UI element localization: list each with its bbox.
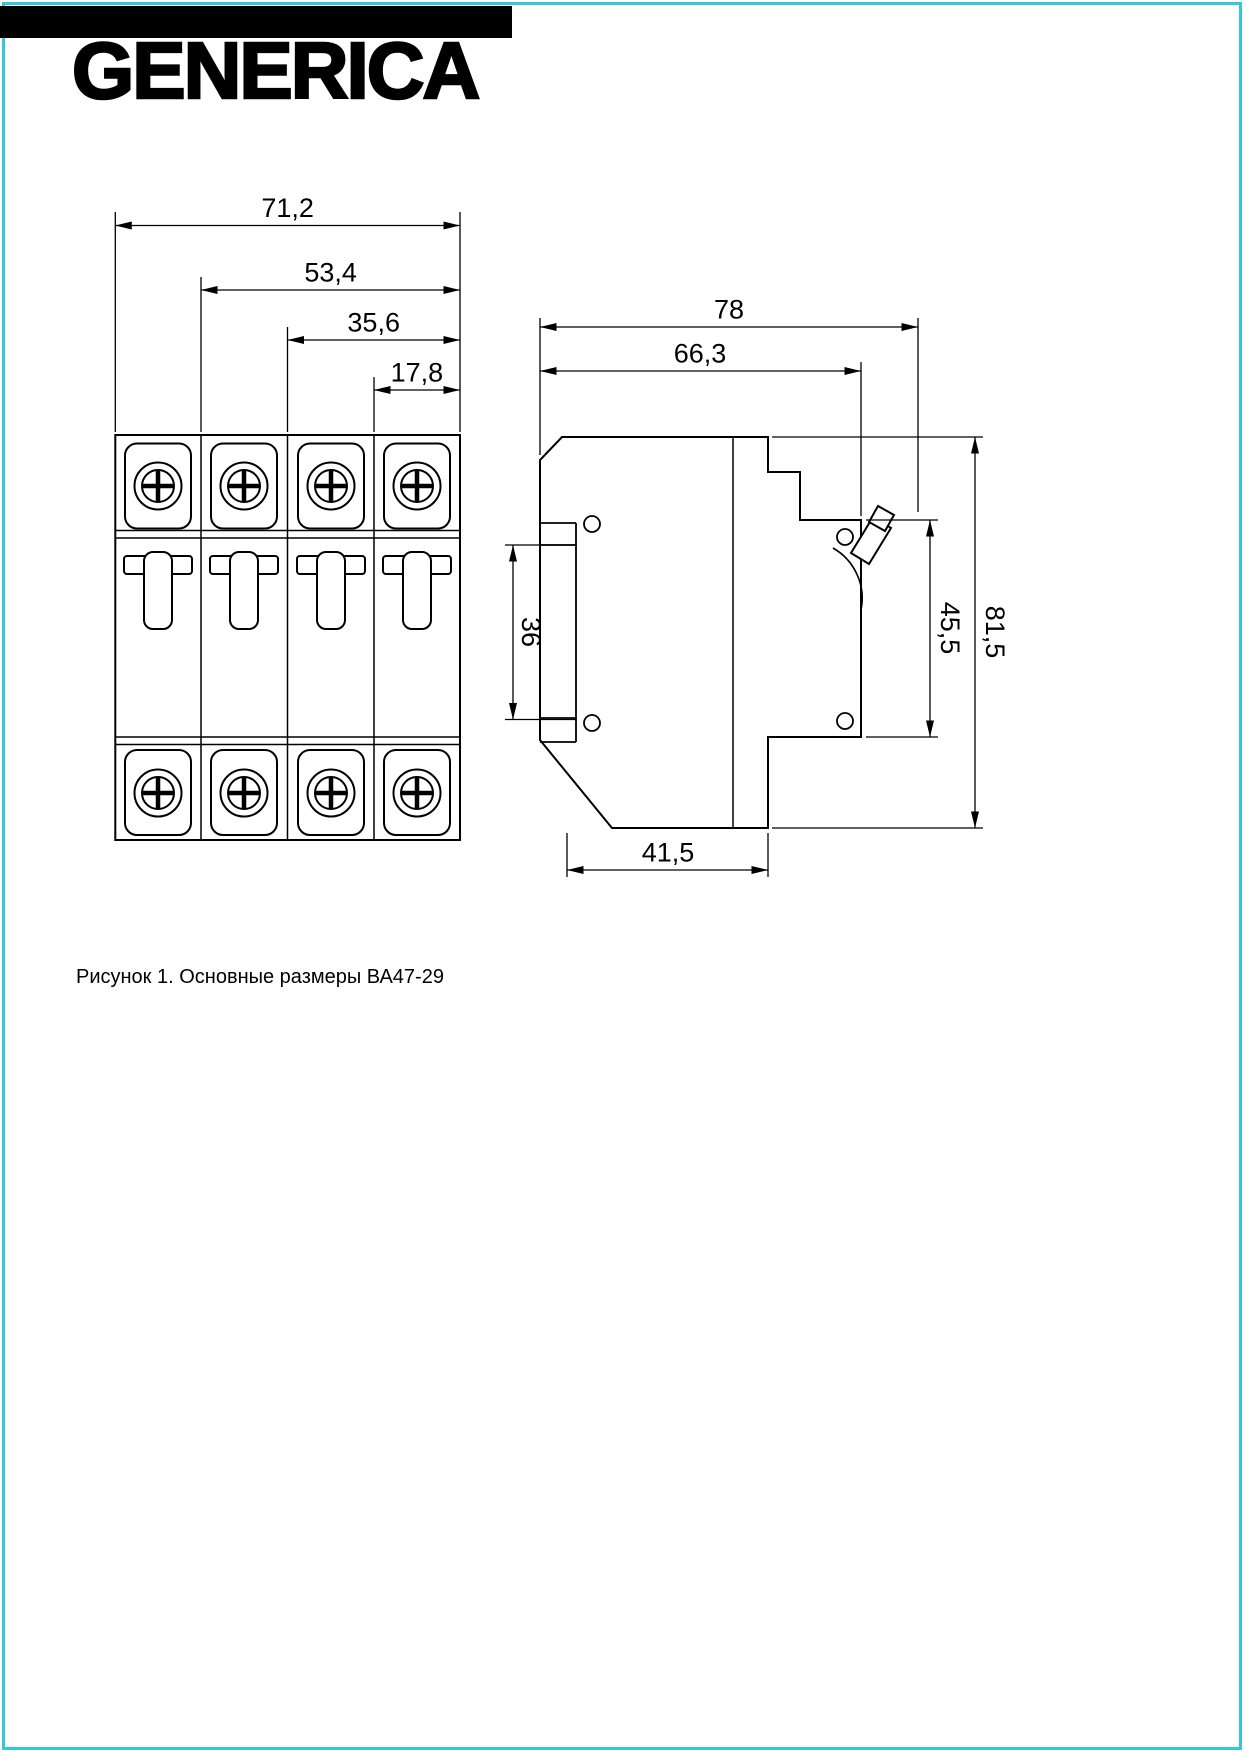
dim-label-66-3: 66,3 <box>674 339 727 369</box>
rivet <box>836 712 854 730</box>
side-view <box>539 436 896 829</box>
rivet <box>583 714 601 732</box>
screw-cross-icon <box>142 777 433 809</box>
rivet <box>583 515 601 533</box>
dim-label-45-5: 45,5 <box>935 602 965 655</box>
dim-label-71-2: 71,2 <box>261 193 314 223</box>
dim-label-81-5: 81,5 <box>980 606 1010 659</box>
side-toggle-tip <box>867 504 896 533</box>
screw-cross-icon <box>142 470 433 502</box>
dim-label-53-4: 53,4 <box>304 258 357 288</box>
brand-logo: GENERICA <box>72 31 482 115</box>
dim-label-36: 36 <box>516 617 546 647</box>
dim-label-17-8: 17,8 <box>391 358 444 388</box>
terminal-bottom-row <box>124 749 451 836</box>
toggle-lever <box>143 551 173 630</box>
dim-label-78: 78 <box>714 295 744 325</box>
terminal-top-row <box>124 442 451 530</box>
side-view-dimension-labels: 78 66,3 36 45,5 81,5 41,5 <box>516 295 1010 868</box>
logo-top-bar <box>0 6 512 38</box>
toggle-handles <box>123 551 452 630</box>
front-view-dimension-labels: 71,2 53,4 35,6 17,8 <box>261 193 443 388</box>
toggle-lever <box>316 551 346 630</box>
front-view <box>114 434 462 841</box>
figure-caption: Рисунок 1. Основные размеры ВА47-29 <box>76 966 444 988</box>
dim-label-35-6: 35,6 <box>347 308 400 338</box>
lever-slot-arc <box>832 547 863 611</box>
side-body-outline <box>539 436 862 829</box>
toggle-lever <box>402 551 432 630</box>
dim-label-41-5: 41,5 <box>642 838 695 868</box>
toggle-lever <box>229 551 259 630</box>
rivet <box>836 528 854 546</box>
side-view-dimensions <box>505 318 983 877</box>
technical-drawing: 71,2 53,4 35,6 17,8 <box>114 193 1010 877</box>
front-view-dimensions <box>114 212 461 432</box>
